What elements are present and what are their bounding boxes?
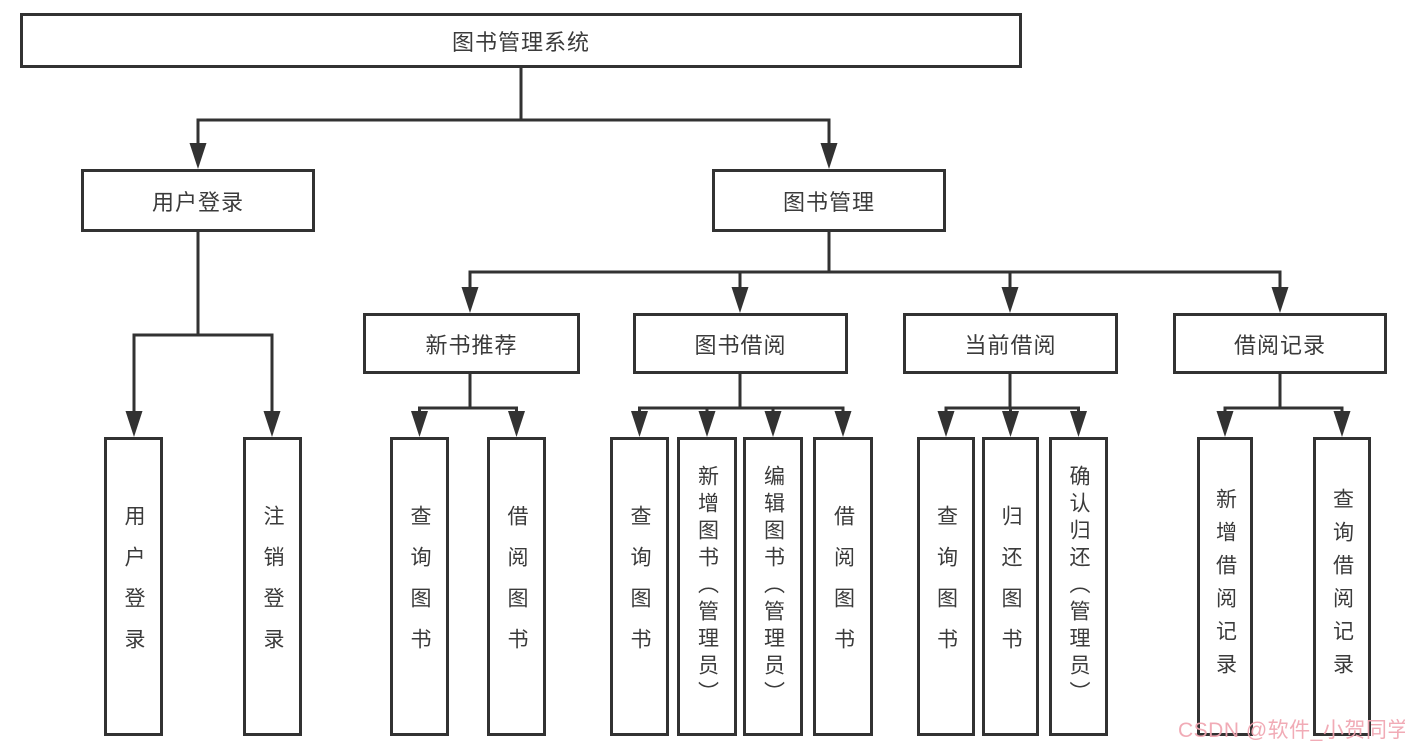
connector-user-login-to-leaves — [125, 232, 281, 437]
leaf-logout-label: 注销登录 — [261, 504, 284, 669]
node-book-borrow: 图书借阅 — [633, 313, 848, 374]
leaf-borrow-books-recommend: 借阅图书 — [487, 437, 546, 736]
node-borrow-records: 借阅记录 — [1173, 313, 1387, 374]
leaf-query-borrow-record: 查询借阅记录 — [1313, 437, 1371, 736]
leaf-confirm-return-admin: 确认归还（管理员） — [1049, 437, 1108, 736]
leaf-user-login-label: 用户登录 — [122, 504, 145, 669]
leaf-edit-book-admin-label: 编辑图书（管理员） — [761, 465, 785, 708]
leaf-query-books-borrow: 查询图书 — [610, 437, 669, 736]
leaf-query-borrow-record-label: 查询借阅记录 — [1330, 487, 1354, 686]
leaf-query-books-recommend: 查询图书 — [390, 437, 449, 736]
leaf-borrow-books: 借阅图书 — [813, 437, 873, 736]
connector-book-borrow-to-leaves — [631, 374, 852, 437]
csdn-watermark: CSDN @软件_小贺同学 — [1178, 719, 1405, 742]
leaf-user-login: 用户登录 — [104, 437, 163, 736]
node-book-management-label: 图书管理 — [782, 189, 875, 215]
leaf-return-book: 归还图书 — [982, 437, 1039, 736]
leaf-query-books-recommend-label: 查询图书 — [408, 504, 431, 669]
leaf-query-books-current: 查询图书 — [917, 437, 975, 736]
leaf-borrow-books-recommend-label: 借阅图书 — [505, 504, 528, 669]
leaf-add-borrow-record-label: 新增借阅记录 — [1213, 487, 1237, 686]
leaf-query-books-current-label: 查询图书 — [934, 504, 958, 669]
leaf-return-book-label: 归还图书 — [999, 504, 1022, 669]
leaf-add-borrow-record: 新增借阅记录 — [1197, 437, 1253, 736]
node-system-title-label: 图书管理系统 — [451, 29, 590, 55]
node-book-borrow-label: 图书借阅 — [694, 332, 787, 358]
node-borrow-records-label: 借阅记录 — [1233, 332, 1326, 358]
node-user-login: 用户登录 — [81, 169, 315, 232]
leaf-add-book-admin-label: 新增图书（管理员） — [695, 465, 719, 708]
leaf-add-book-admin: 新增图书（管理员） — [677, 437, 737, 736]
node-system-title: 图书管理系统 — [20, 13, 1022, 68]
node-current-borrow: 当前借阅 — [903, 313, 1118, 374]
connector-book-management-to-level3 — [461, 232, 1289, 313]
leaf-logout: 注销登录 — [243, 437, 302, 736]
leaf-edit-book-admin: 编辑图书（管理员） — [743, 437, 803, 736]
connector-new-book-to-leaves — [411, 374, 525, 437]
node-book-management: 图书管理 — [712, 169, 946, 232]
connector-root-to-level2 — [189, 68, 838, 169]
node-user-login-label: 用户登录 — [151, 189, 244, 215]
node-current-borrow-label: 当前借阅 — [964, 332, 1057, 358]
node-new-book-recommend: 新书推荐 — [363, 313, 580, 374]
leaf-query-books-borrow-label: 查询图书 — [628, 504, 651, 669]
connector-borrow-records-to-leaves — [1216, 374, 1351, 437]
connector-current-borrow-to-leaves — [937, 374, 1087, 437]
leaf-confirm-return-admin-label: 确认归还（管理员） — [1067, 465, 1090, 708]
leaf-borrow-books-label: 借阅图书 — [831, 504, 855, 669]
node-new-book-recommend-label: 新书推荐 — [425, 332, 518, 358]
